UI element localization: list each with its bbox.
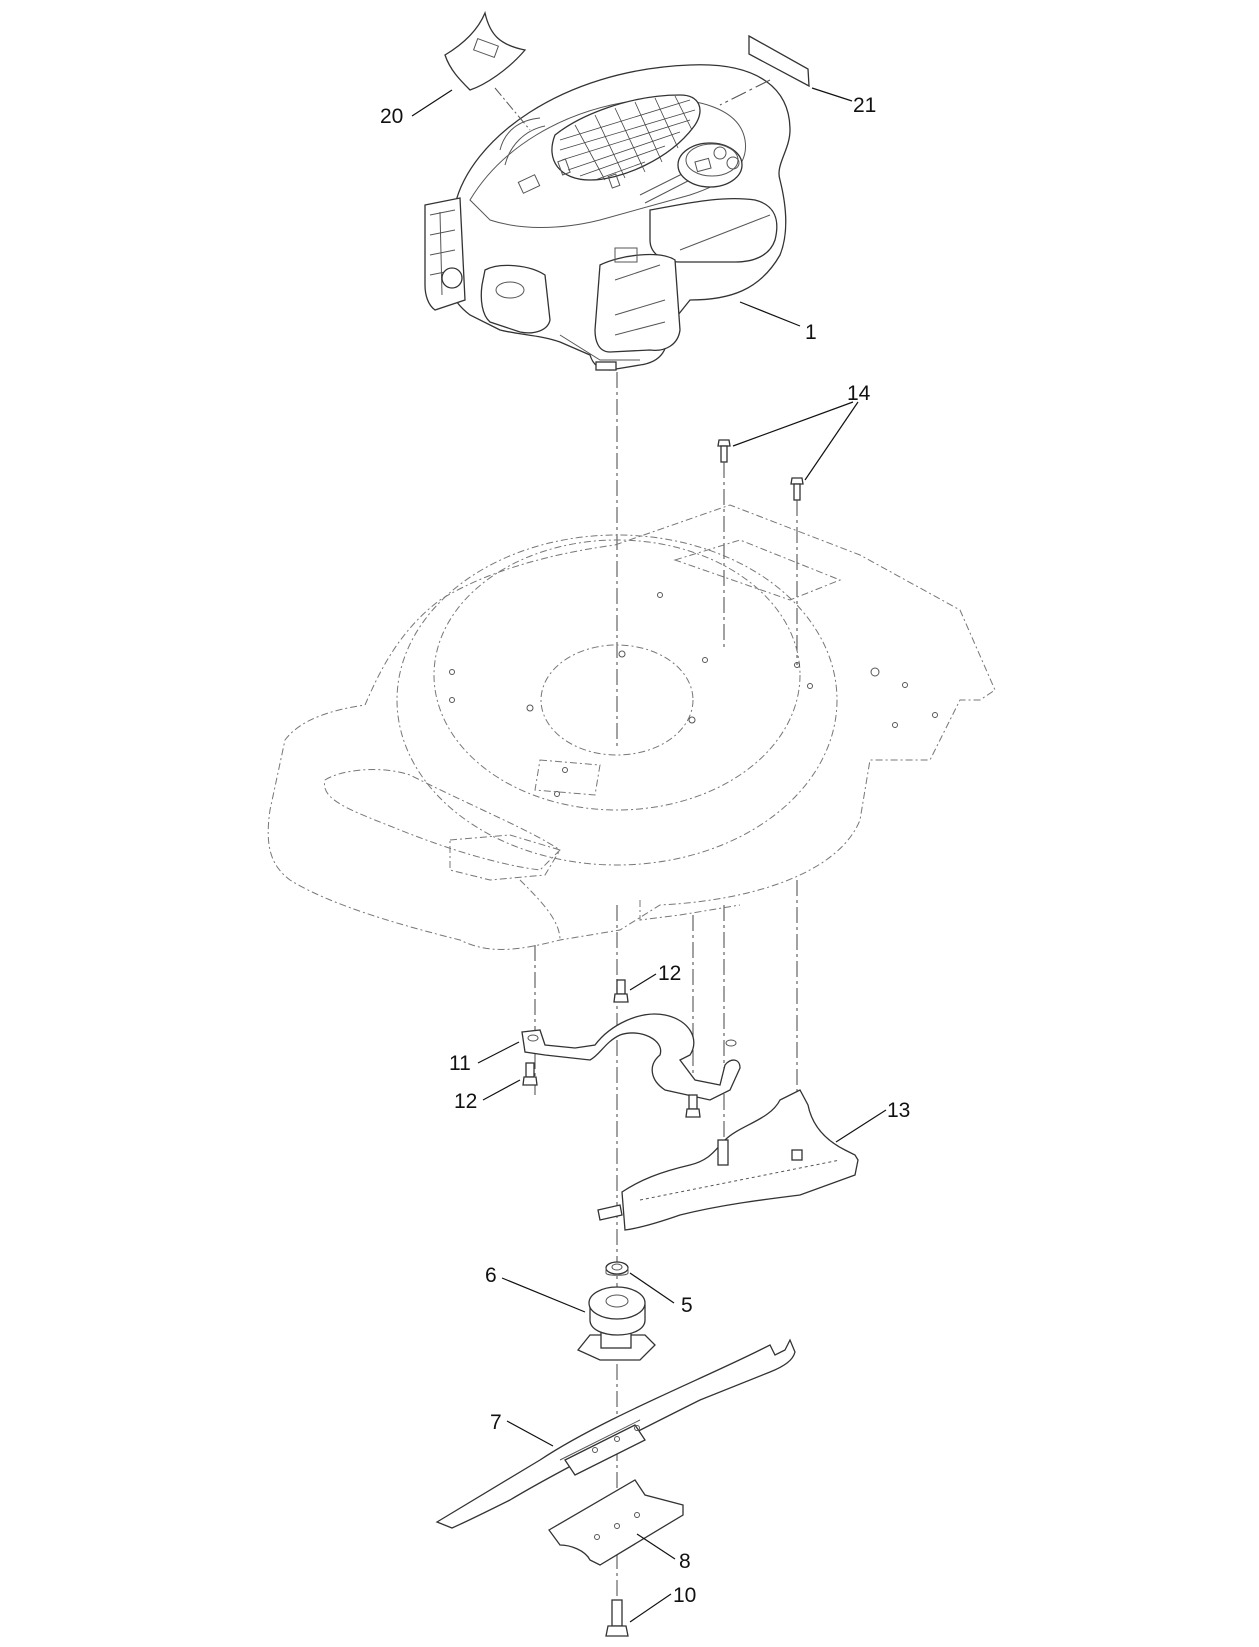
assembly-centerlines bbox=[534, 372, 798, 1622]
callout-11: 11 bbox=[449, 1052, 471, 1075]
decal-20-part bbox=[444, 10, 531, 131]
callout-13: 13 bbox=[887, 1099, 911, 1122]
callout-10: 10 bbox=[673, 1584, 697, 1607]
callout-20: 20 bbox=[380, 105, 404, 128]
callout-14: 14 bbox=[847, 382, 871, 405]
label-21-part bbox=[719, 34, 810, 106]
callout-12-upper: 12 bbox=[658, 962, 682, 985]
callout-12-lower: 12 bbox=[454, 1090, 478, 1113]
baffle-13-part bbox=[597, 1089, 859, 1231]
engine-part bbox=[424, 64, 791, 371]
bracket-11-part bbox=[521, 1013, 741, 1101]
stiffener-8-part bbox=[548, 1479, 684, 1566]
callout-8: 8 bbox=[679, 1550, 691, 1573]
mower-deck-phantom bbox=[267, 504, 996, 950]
washer-5-part bbox=[605, 1261, 629, 1276]
blade-7-part bbox=[435, 1338, 796, 1529]
callout-7: 7 bbox=[490, 1411, 502, 1434]
callout-5: 5 bbox=[681, 1294, 693, 1317]
blade-adapter-6-part bbox=[576, 1286, 656, 1361]
callout-21: 21 bbox=[853, 94, 877, 117]
callout-1: 1 bbox=[805, 321, 817, 344]
leader-lines bbox=[411, 87, 887, 1623]
callout-6: 6 bbox=[485, 1264, 497, 1287]
bolts-14-part bbox=[717, 439, 804, 501]
bolts-12-part bbox=[522, 979, 701, 1118]
blade-bolt-10-part bbox=[605, 1599, 629, 1637]
